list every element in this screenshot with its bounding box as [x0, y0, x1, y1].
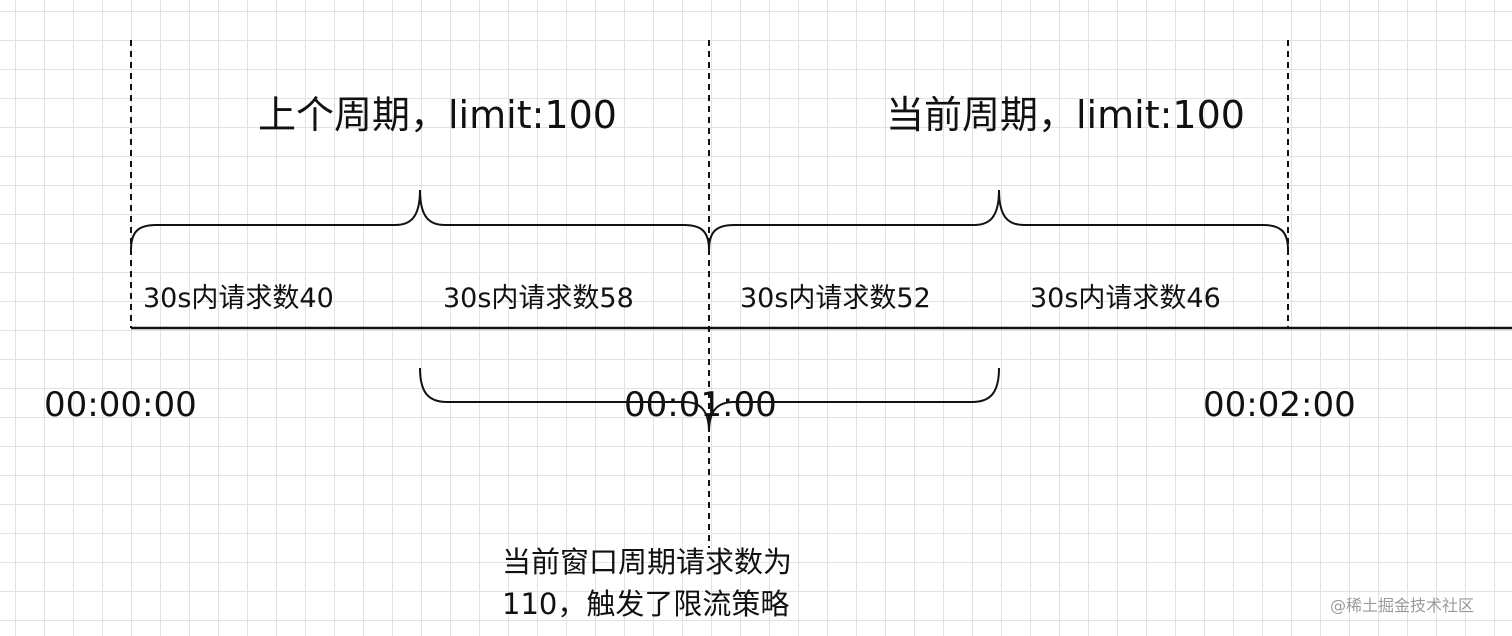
time-mark-start: 00:00:00	[44, 385, 197, 425]
period-label-previous: 上个周期，limit:100	[258, 93, 617, 137]
segment-label-1: 30s内请求数40	[143, 283, 334, 314]
brace-previous-period	[130, 189, 710, 251]
time-mark-end: 00:02:00	[1203, 385, 1356, 425]
period-label-current: 当前周期，limit:100	[886, 93, 1245, 137]
time-mark-middle: 00:01:00	[624, 385, 777, 425]
window-note-line-1: 当前窗口周期请求数为	[502, 545, 793, 579]
segment-label-3: 30s内请求数52	[740, 283, 931, 314]
segment-label-2: 30s内请求数58	[443, 283, 634, 314]
window-note: 当前窗口周期请求数为 110，触发了限流策略	[502, 541, 792, 625]
brace-current-period	[708, 189, 1289, 251]
watermark: @稀土掘金技术社区	[1330, 596, 1475, 615]
segment-label-4: 30s内请求数46	[1030, 283, 1221, 314]
brace-sliding-window	[419, 367, 1000, 433]
window-note-line-2: 110，触发了限流策略	[502, 587, 790, 622]
